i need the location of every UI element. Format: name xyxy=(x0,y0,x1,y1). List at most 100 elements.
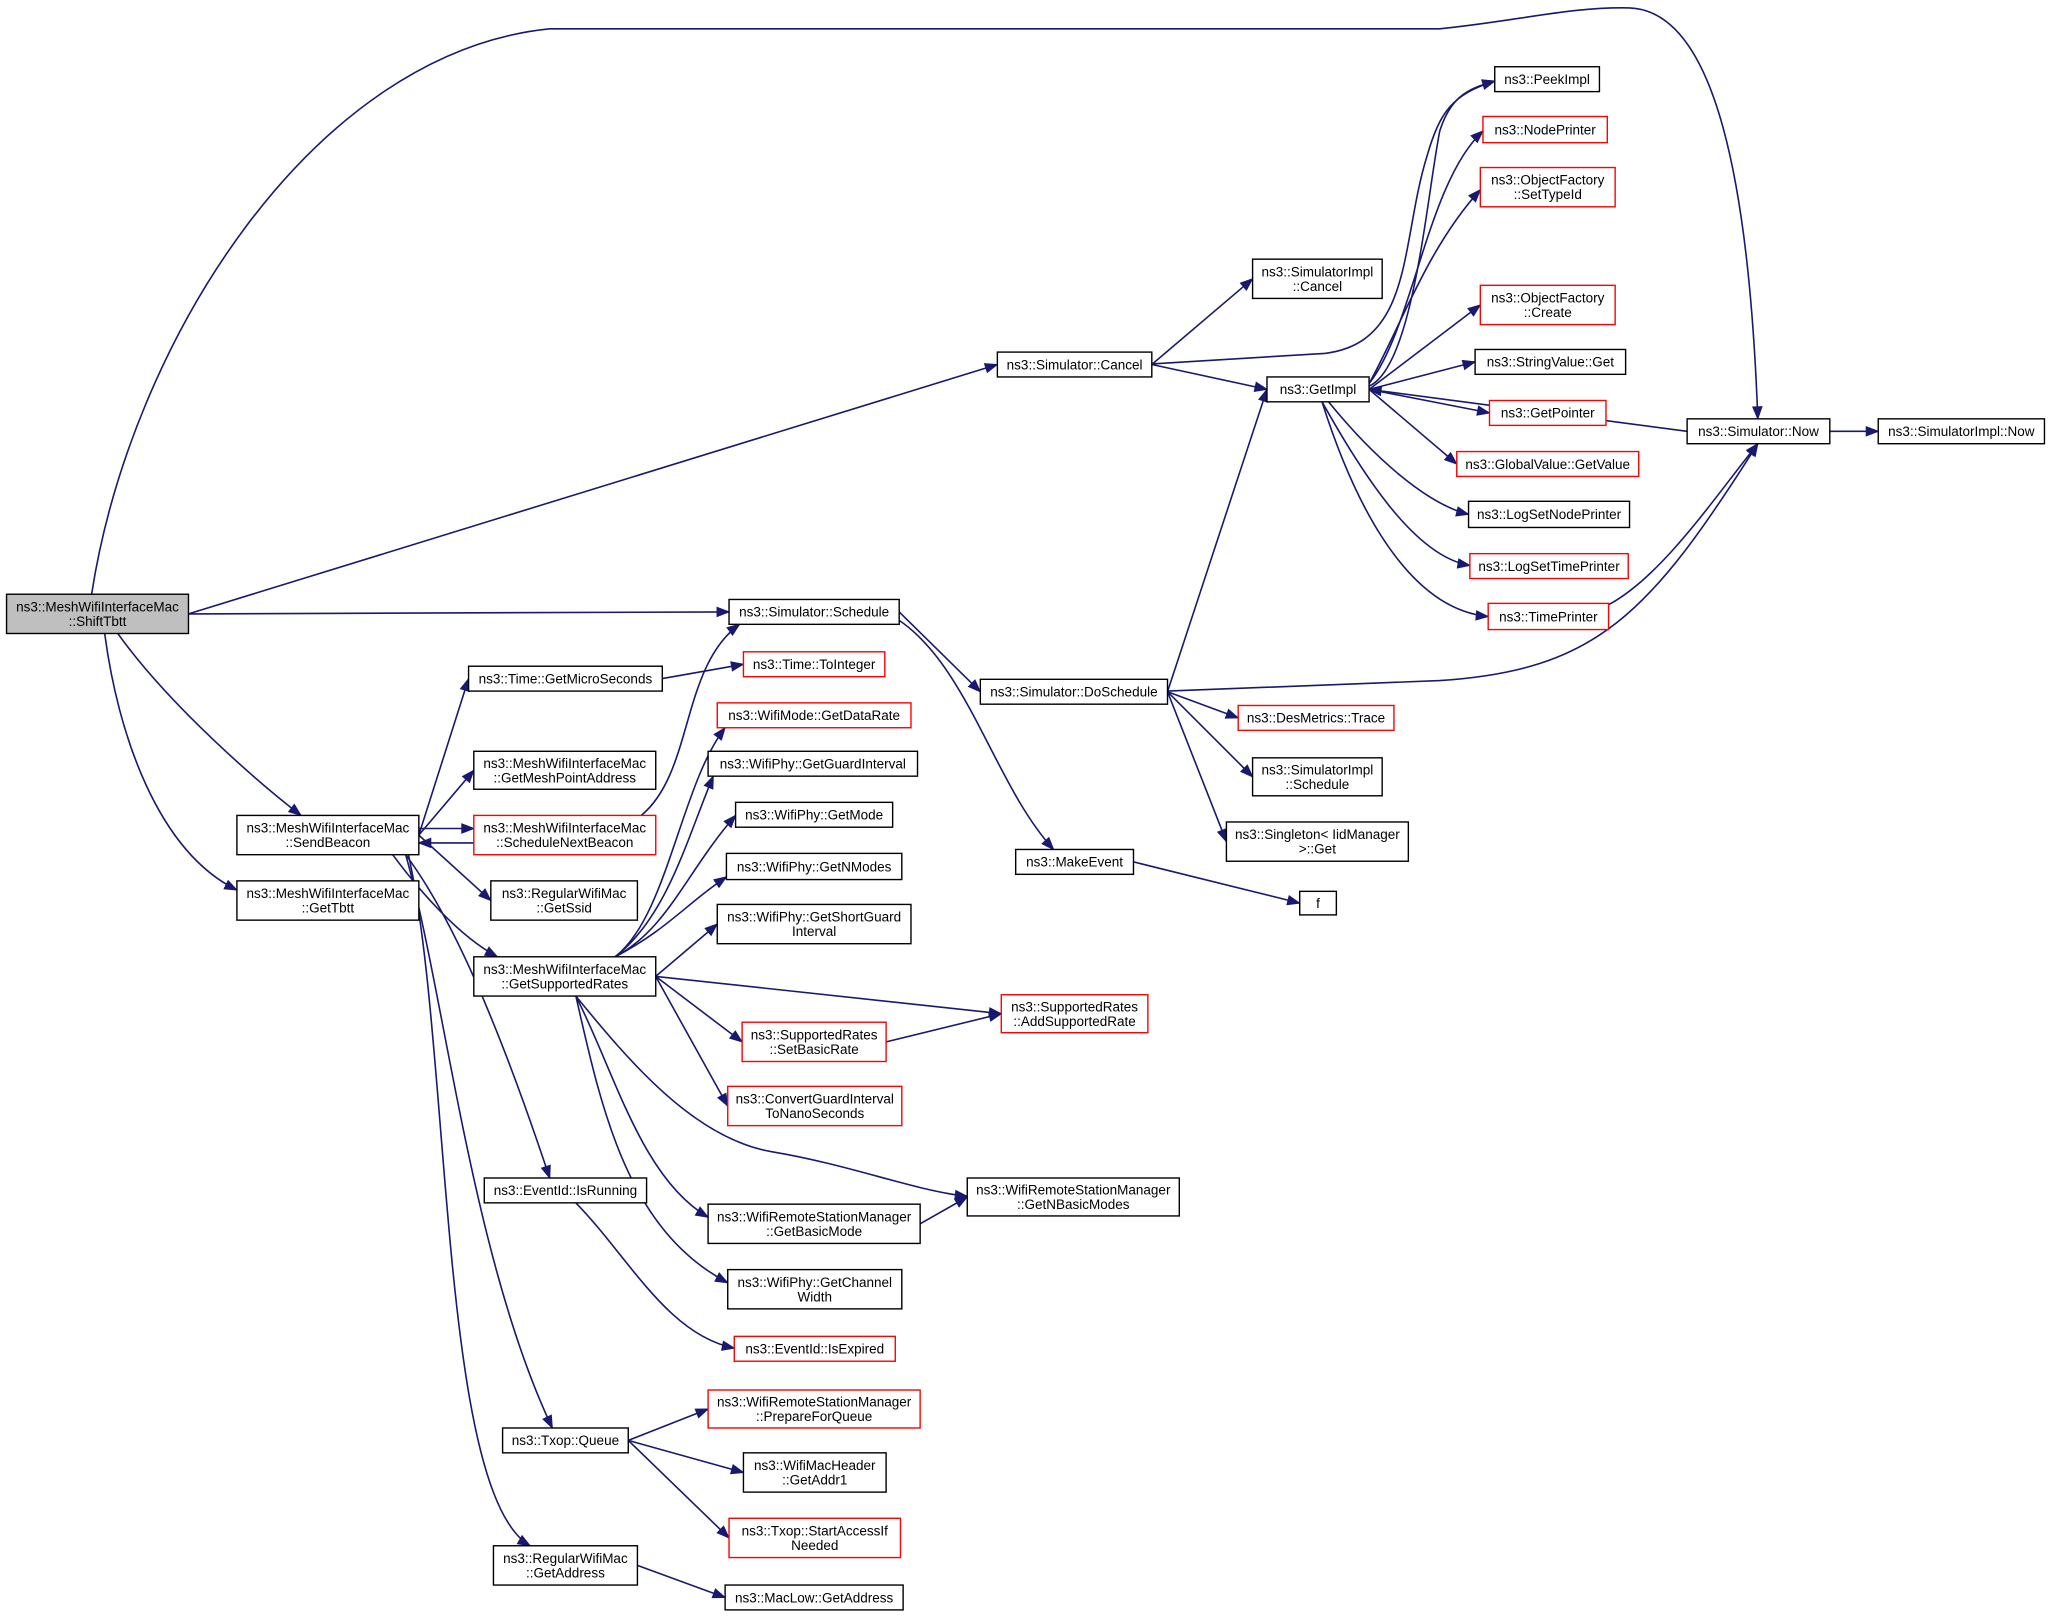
edge-sendbeacon-to-getmicro xyxy=(418,678,470,836)
node-getbasicmode[interactable]: ns3::WifiRemoteStationManager::GetBasicM… xyxy=(707,1203,921,1245)
node-getvalue[interactable]: ns3::GlobalValue::GetValue xyxy=(1456,450,1640,478)
node-makeevent[interactable]: ns3::MakeEvent xyxy=(1014,848,1135,876)
edge-getaddress-to-maclowaddr xyxy=(637,1564,726,1599)
node-label: ns3::Simulator::Cancel xyxy=(1007,357,1143,372)
edge-schednext-to-schedule xyxy=(640,623,740,817)
node-addsupported[interactable]: ns3::SupportedRates::AddSupportedRate xyxy=(1000,994,1149,1034)
node-isrunning[interactable]: ns3::EventId::IsRunning xyxy=(483,1177,648,1204)
node-implschedule-box xyxy=(1251,757,1383,797)
node-singleton[interactable]: ns3::Singleton< IidManager >::Get xyxy=(1225,821,1410,862)
node-now[interactable]: ns3::Simulator::Now xyxy=(1686,418,1831,445)
edges-layer xyxy=(90,7,1880,1599)
node-label: ns3::TimePrinter xyxy=(1499,609,1598,624)
node-schedule[interactable]: ns3::Simulator::Schedule xyxy=(728,598,900,626)
node-implnow[interactable]: ns3::SimulatorImpl::Now xyxy=(1877,418,2046,445)
node-shifttbtt[interactable]: ns3::MeshWifiInterfaceMac::ShiftTbtt xyxy=(5,593,190,635)
node-label: ::GetMeshPointAddress xyxy=(493,770,636,785)
node-label: ns3::LogSetTimePrinter xyxy=(1478,559,1620,574)
edge-getsupported-to-getshortguard-arrowhead xyxy=(704,923,719,937)
node-peekimpl[interactable]: ns3::PeekImpl xyxy=(1494,66,1601,93)
node-tointeger[interactable]: ns3::Time::ToInteger xyxy=(742,651,886,678)
node-ofcreate[interactable]: ns3::ObjectFactory::Create xyxy=(1479,284,1616,326)
edge-getsupported-to-getbasicmode-arrowhead xyxy=(694,1206,710,1218)
node-label: ns3::PeekImpl xyxy=(1504,72,1590,87)
node-label: ns3::ObjectFactory xyxy=(1491,291,1605,306)
node-doschedule[interactable]: ns3::Simulator::DoSchedule xyxy=(979,678,1169,705)
node-getimpl[interactable]: ns3::GetImpl xyxy=(1266,376,1370,403)
edge-getsupported-to-getshortguard xyxy=(655,923,718,978)
edge-doschedule-to-implschedule-arrowhead xyxy=(1239,764,1254,778)
node-f[interactable]: f xyxy=(1299,890,1338,916)
node-getguard-box xyxy=(707,750,919,777)
edge-getimpl-to-peekimpl xyxy=(1368,80,1495,387)
node-getsupported[interactable]: ns3::MeshWifiInterfaceMac::GetSupportedR… xyxy=(473,956,657,997)
node-label: ns3::MeshWifiInterfaceMac xyxy=(246,821,409,836)
edge-sendbeacon-to-isrunning-arrowhead xyxy=(540,1164,551,1180)
node-getssid[interactable]: ns3::RegularWifiMac::GetSsid xyxy=(490,880,639,921)
node-label: ns3::SimulatorImpl::Now xyxy=(1888,424,2035,439)
node-getnbasic[interactable]: ns3::WifiRemoteStationManager::GetNBasic… xyxy=(966,1177,1180,1217)
edge-isrunning-to-isexpired-arrowhead xyxy=(721,1340,736,1351)
node-getaddress[interactable]: ns3::RegularWifiMac::GetAddress xyxy=(492,1545,639,1586)
node-timeprinter[interactable]: ns3::TimePrinter xyxy=(1487,602,1610,631)
edge-getsupported-to-getguard xyxy=(614,775,715,958)
node-getguard[interactable]: ns3::WifiPhy::GetGuardInterval xyxy=(707,750,919,777)
node-schednext[interactable]: ns3::MeshWifiInterfaceMac::ScheduleNextB… xyxy=(473,814,657,856)
node-settypeid[interactable]: ns3::ObjectFactory::SetTypeId xyxy=(1479,166,1616,208)
edge-getimpl-to-getvalue-arrowhead xyxy=(1443,451,1458,465)
node-trace[interactable]: ns3::DesMetrics::Trace xyxy=(1237,704,1395,732)
node-getnmodes[interactable]: ns3::WifiPhy::GetNModes xyxy=(725,852,903,881)
node-label: ns3::WifiRemoteStationManager xyxy=(976,1183,1171,1198)
node-getmicro[interactable]: ns3::Time::GetMicroSeconds xyxy=(467,665,663,692)
node-implschedule[interactable]: ns3::SimulatorImpl::Schedule xyxy=(1251,757,1383,797)
node-logtime[interactable]: ns3::LogSetTimePrinter xyxy=(1469,552,1629,580)
node-getpointer[interactable]: ns3::GetPointer xyxy=(1488,399,1607,427)
node-nodeprinter-box xyxy=(1482,115,1608,144)
edge-getimpl-to-getvalue xyxy=(1368,388,1458,465)
node-maclowaddr[interactable]: ns3::MacLow::GetAddress xyxy=(724,1584,904,1611)
node-label: ns3::GetImpl xyxy=(1280,382,1357,397)
node-stringget-box xyxy=(1474,348,1627,376)
node-cancel[interactable]: ns3::Simulator::Cancel xyxy=(996,351,1153,378)
node-gettbtt[interactable]: ns3::MeshWifiInterfaceMac::GetTbtt xyxy=(236,880,420,921)
edge-doschedule-to-trace-arrowhead xyxy=(1224,708,1240,719)
node-getaddr1[interactable]: ns3::WifiMacHeader::GetAddr1 xyxy=(742,1452,887,1493)
node-nodeprinter[interactable]: ns3::NodePrinter xyxy=(1482,115,1608,144)
node-setbasic[interactable]: ns3::SupportedRates::SetBasicRate xyxy=(741,1021,887,1063)
node-label: ns3::LogSetNodePrinter xyxy=(1477,507,1622,522)
node-queue[interactable]: ns3::Txop::Queue xyxy=(501,1427,629,1454)
node-getmeshpoint[interactable]: ns3::MeshWifiInterfaceMac::GetMeshPointA… xyxy=(473,750,657,790)
edge-queue-to-prepare xyxy=(628,1408,709,1442)
node-prepare[interactable]: ns3::WifiRemoteStationManager::PrepareFo… xyxy=(707,1389,921,1429)
node-label: ns3::Simulator::Schedule xyxy=(739,605,889,620)
node-getmode[interactable]: ns3::WifiPhy::GetMode xyxy=(734,801,894,828)
edge-shifttbtt-to-gettbtt xyxy=(103,633,238,891)
node-prepare-box xyxy=(707,1389,921,1429)
edge-cancel-to-implcancel-arrowhead xyxy=(1239,277,1254,291)
node-isexpired[interactable]: ns3::EventId::IsExpired xyxy=(733,1335,896,1362)
edge-sendbeacon-to-getaddress xyxy=(407,854,531,1547)
node-label: ns3::SupportedRates xyxy=(1011,999,1138,1014)
node-stringget[interactable]: ns3::StringValue::Get xyxy=(1474,348,1627,376)
node-lognode[interactable]: ns3::LogSetNodePrinter xyxy=(1467,500,1631,529)
node-sendbeacon[interactable]: ns3::MeshWifiInterfaceMac::SendBeacon xyxy=(236,814,420,856)
edge-schednext-to-schedule-arrowhead xyxy=(726,623,741,636)
node-label: ns3::Time::GetMicroSeconds xyxy=(479,671,653,686)
node-startaccess-box xyxy=(728,1517,902,1559)
edge-setbasic-to-addsupported xyxy=(885,1012,1002,1043)
node-getdatarate[interactable]: ns3::WifiMode::GetDataRate xyxy=(716,702,912,729)
node-label: ::GetBasicMode xyxy=(766,1224,862,1239)
edge-doschedule-to-now-arrowhead xyxy=(1746,442,1759,458)
node-label: ns3::WifiPhy::GetShortGuard xyxy=(727,910,901,925)
edge-shifttbtt-to-cancel xyxy=(188,363,998,615)
node-convertguard-box xyxy=(727,1085,903,1127)
edge-getimpl-to-peekimpl-arrowhead xyxy=(1481,79,1497,90)
edge-shifttbtt-to-sendbeacon-arrowhead xyxy=(287,803,303,817)
node-label: ::GetNBasicModes xyxy=(1017,1197,1130,1212)
edge-timeprinter-to-now xyxy=(1608,443,1759,606)
node-implcancel[interactable]: ns3::SimulatorImpl::Cancel xyxy=(1251,258,1383,300)
